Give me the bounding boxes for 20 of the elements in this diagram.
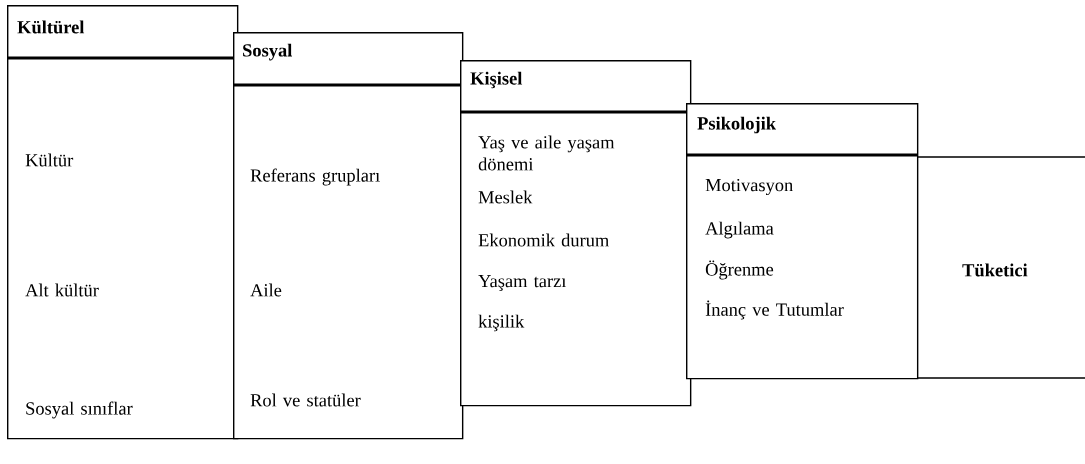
- item-text: Kültür: [25, 153, 74, 167]
- item-text: kişilik: [478, 314, 525, 332]
- heading: Psikolojik: [697, 116, 776, 134]
- item-text: Rol ve statüler: [250, 393, 361, 407]
- heading: Kültürel: [17, 20, 85, 34]
- item-text: Referans grupları: [250, 168, 380, 186]
- heading: Tüketici: [962, 263, 1028, 277]
- heading: Sosyal: [243, 43, 292, 61]
- heading: Kişisel: [470, 71, 523, 89]
- item-text: Sosyal sınıflar: [26, 401, 133, 419]
- item-text: Meslek: [478, 190, 533, 204]
- item-text: Alt kültür: [25, 283, 99, 297]
- item-text: Motivasyon: [705, 178, 793, 196]
- item-text: Yaşam tarzı: [478, 275, 567, 291]
- item-text: Öğrenme: [705, 260, 774, 280]
- item-text: Algılama: [705, 221, 774, 239]
- item-text: Yaş ve aile yaşam dönemi: [478, 135, 615, 171]
- item-text: İnanç ve Tutumlar: [705, 300, 844, 320]
- item-text: Ekonomik durum: [478, 233, 609, 247]
- item-text: Aile: [250, 283, 282, 297]
